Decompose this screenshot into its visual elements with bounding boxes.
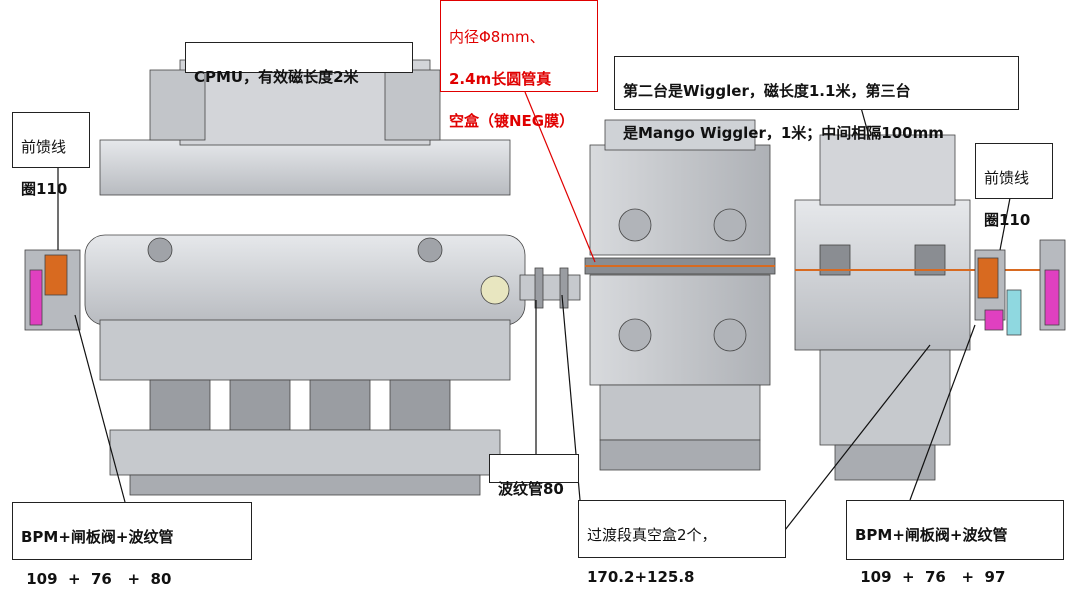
wiggler-machine <box>584 119 776 471</box>
bpm-left-label: BPM+闸板阀+波纹管 109 + 76 + 80 <box>12 502 252 588</box>
center-bellows <box>519 267 581 309</box>
feed-left-line-1: 前馈线 <box>21 138 67 156</box>
inner-pipe-label: 内径Φ8mm、 2.4m长圆管真 空盒（镀NEG膜） <box>440 0 598 130</box>
wiggler-line-2: 是Mango Wiggler，1米；中间相隔100mm <box>623 124 944 142</box>
wiggler-label: 第二台是Wiggler，磁长度1.1米，第三台 是Mango Wiggler，1… <box>614 56 1019 142</box>
bpm-left-line-1: BPM+闸板阀+波纹管 <box>21 528 174 546</box>
inner-pipe-line-2: 2.4m长圆管真 <box>449 70 552 88</box>
left-bpm-assembly <box>24 249 81 331</box>
transition-chamber-label: 过渡段真空盒2个， 170.2+125.8 <box>578 500 786 586</box>
bpm-right-line-1: BPM+闸板阀+波纹管 <box>855 526 1008 544</box>
feed-right-line-2: 圈110 <box>984 211 1031 229</box>
wiggler-line-1: 第二台是Wiggler，磁长度1.1米，第三台 <box>623 82 911 100</box>
bpm-left-line-2: 109 + 76 + 80 <box>21 570 172 588</box>
inner-pipe-line-3: 空盒（镀NEG膜） <box>449 112 575 130</box>
bpm-right-line-2: 109 + 76 + 97 <box>855 568 1006 586</box>
feedforward-coil-right-label: 前馈线 圈110 <box>975 143 1053 229</box>
feed-left-line-2: 圈110 <box>21 180 68 198</box>
cpmu-label: CPMU，有效磁长度2米 <box>185 42 413 86</box>
bellows-80-text: 波纹管80 <box>498 480 564 498</box>
right-bpm-assembly <box>974 239 1066 336</box>
transition-line-1: 过渡段真空盒2个， <box>587 526 717 544</box>
cpmu-label-text: CPMU，有效磁长度2米 <box>194 68 359 86</box>
feed-right-line-1: 前馈线 <box>984 169 1030 187</box>
bpm-right-label: BPM+闸板阀+波纹管 109 + 76 + 97 <box>846 500 1064 586</box>
inner-pipe-line-1: 内径Φ8mm、 <box>449 28 545 46</box>
transition-line-2: 170.2+125.8 <box>587 568 695 586</box>
feedforward-coil-left-label: 前馈线 圈110 <box>12 112 90 198</box>
bellows-80-label: 波纹管80 <box>489 454 579 498</box>
diagram-stage: CPMU，有效磁长度2米 内径Φ8mm、 2.4m长圆管真 空盒（镀NEG膜） … <box>12 0 1066 588</box>
